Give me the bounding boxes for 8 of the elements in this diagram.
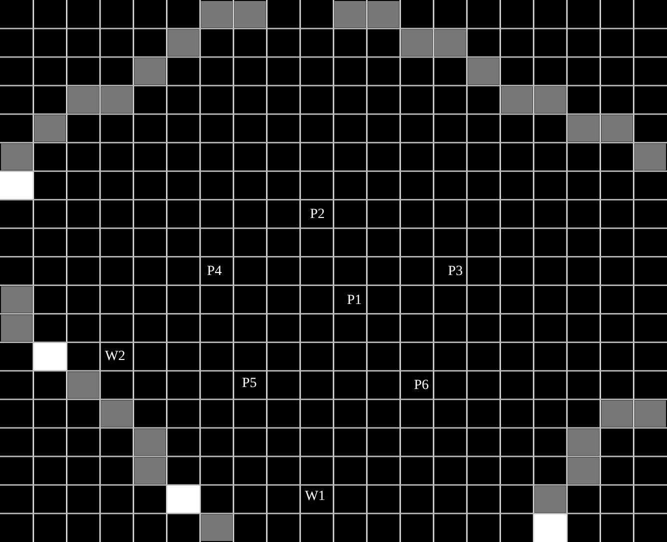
region-label: P2: [310, 208, 325, 222]
region-label: P1: [347, 294, 362, 308]
region-label: P5: [242, 377, 257, 391]
region-label: P4: [207, 265, 222, 279]
region-label: W1: [305, 490, 326, 504]
region-label: P3: [448, 265, 463, 279]
region-label: P6: [414, 379, 429, 393]
region-label: W2: [105, 350, 126, 364]
